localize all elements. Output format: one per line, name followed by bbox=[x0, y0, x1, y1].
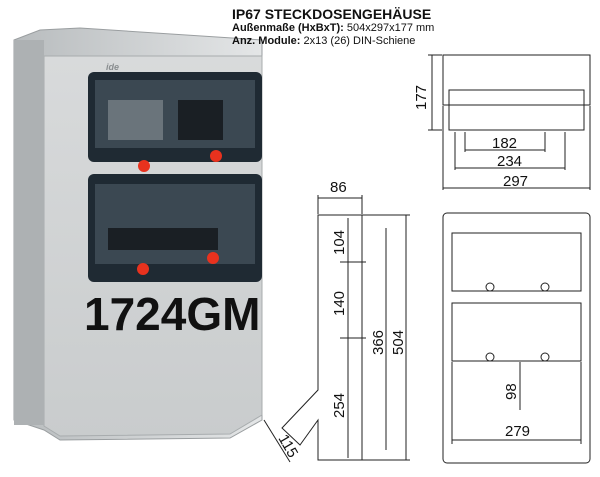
product-photo: ide 1724GM bbox=[13, 27, 263, 441]
dim-98: 98 bbox=[503, 383, 520, 400]
dim-279: 279 bbox=[505, 423, 530, 440]
product-header: IP67 STECKDOSENGEHÄUSE Außenmaße (HxBxT)… bbox=[232, 6, 434, 48]
top-view-drawing bbox=[428, 54, 591, 190]
modules-label: Anz. Module: bbox=[232, 35, 301, 47]
dim-115: 115 bbox=[275, 432, 302, 461]
modules-value: 2x13 (26) DIN-Schiene bbox=[303, 35, 416, 47]
dim-104: 104 bbox=[331, 230, 348, 255]
dimensions-label: Außenmaße (HxBxT): bbox=[232, 22, 344, 34]
dim-140: 140 bbox=[331, 291, 348, 316]
logo: ide bbox=[106, 62, 119, 72]
dim-366: 366 bbox=[370, 330, 387, 355]
latch-icon bbox=[138, 160, 150, 172]
dimensions-value: 504x297x177 mm bbox=[346, 22, 435, 34]
dim-234: 234 bbox=[497, 153, 522, 170]
dim-254: 254 bbox=[331, 393, 348, 418]
front-view-drawing bbox=[442, 212, 591, 464]
dim-86: 86 bbox=[330, 179, 347, 196]
latch-icon bbox=[137, 263, 149, 275]
dim-182: 182 bbox=[492, 135, 517, 152]
side-view-drawing bbox=[263, 195, 410, 463]
product-title: IP67 STECKDOSENGEHÄUSE bbox=[232, 6, 432, 22]
dim-504: 504 bbox=[390, 330, 407, 355]
lower-window bbox=[88, 174, 262, 282]
model-number: 1724GM bbox=[84, 288, 260, 340]
latch-icon bbox=[210, 150, 222, 162]
upper-window bbox=[88, 72, 262, 172]
dim-177: 177 bbox=[413, 85, 430, 110]
latch-icon bbox=[207, 252, 219, 264]
dim-297: 297 bbox=[503, 173, 528, 190]
